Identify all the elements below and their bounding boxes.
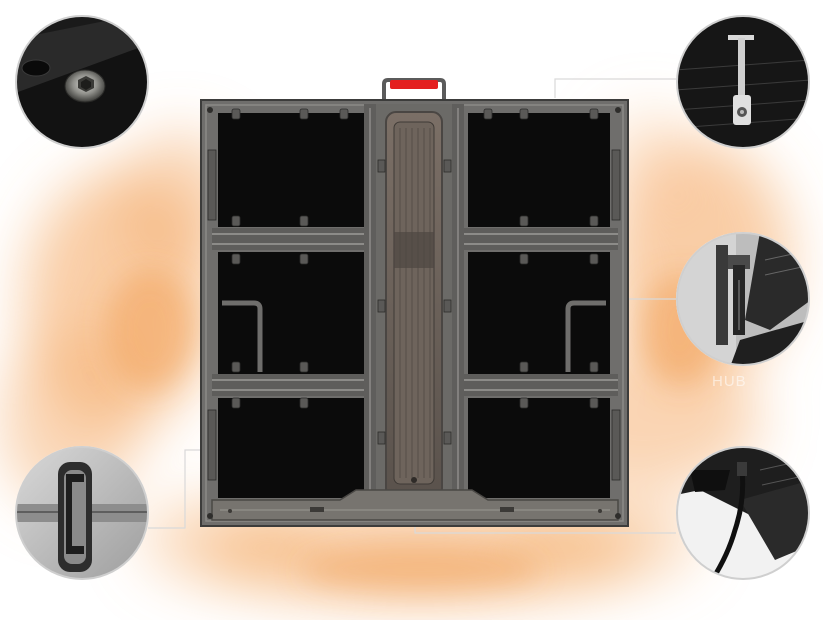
faint-hub-label: HUB bbox=[712, 373, 747, 390]
horizontal-rails bbox=[212, 228, 618, 396]
handle-grip-icon bbox=[58, 462, 92, 572]
mounting-tabs bbox=[207, 108, 621, 481]
callout-bottom-left bbox=[15, 446, 149, 580]
corner-screws bbox=[207, 107, 621, 519]
led-modules bbox=[218, 113, 610, 498]
bottom-bar bbox=[211, 489, 619, 521]
callout-bottom-right bbox=[676, 446, 810, 580]
vertical-rails bbox=[364, 104, 464, 504]
hanging-bar-icon bbox=[728, 35, 754, 125]
side-handles bbox=[222, 300, 606, 372]
center-spine bbox=[376, 104, 452, 500]
callout-top-left bbox=[15, 15, 149, 149]
cable-icon bbox=[709, 462, 747, 579]
callout-mid-right bbox=[676, 232, 810, 366]
hex-bolt-icon bbox=[64, 69, 106, 103]
callout-top-right bbox=[676, 15, 810, 149]
carry-handle-icon bbox=[382, 78, 446, 100]
lock-latch-icon bbox=[716, 245, 750, 345]
led-cabinet-icon bbox=[200, 78, 629, 527]
